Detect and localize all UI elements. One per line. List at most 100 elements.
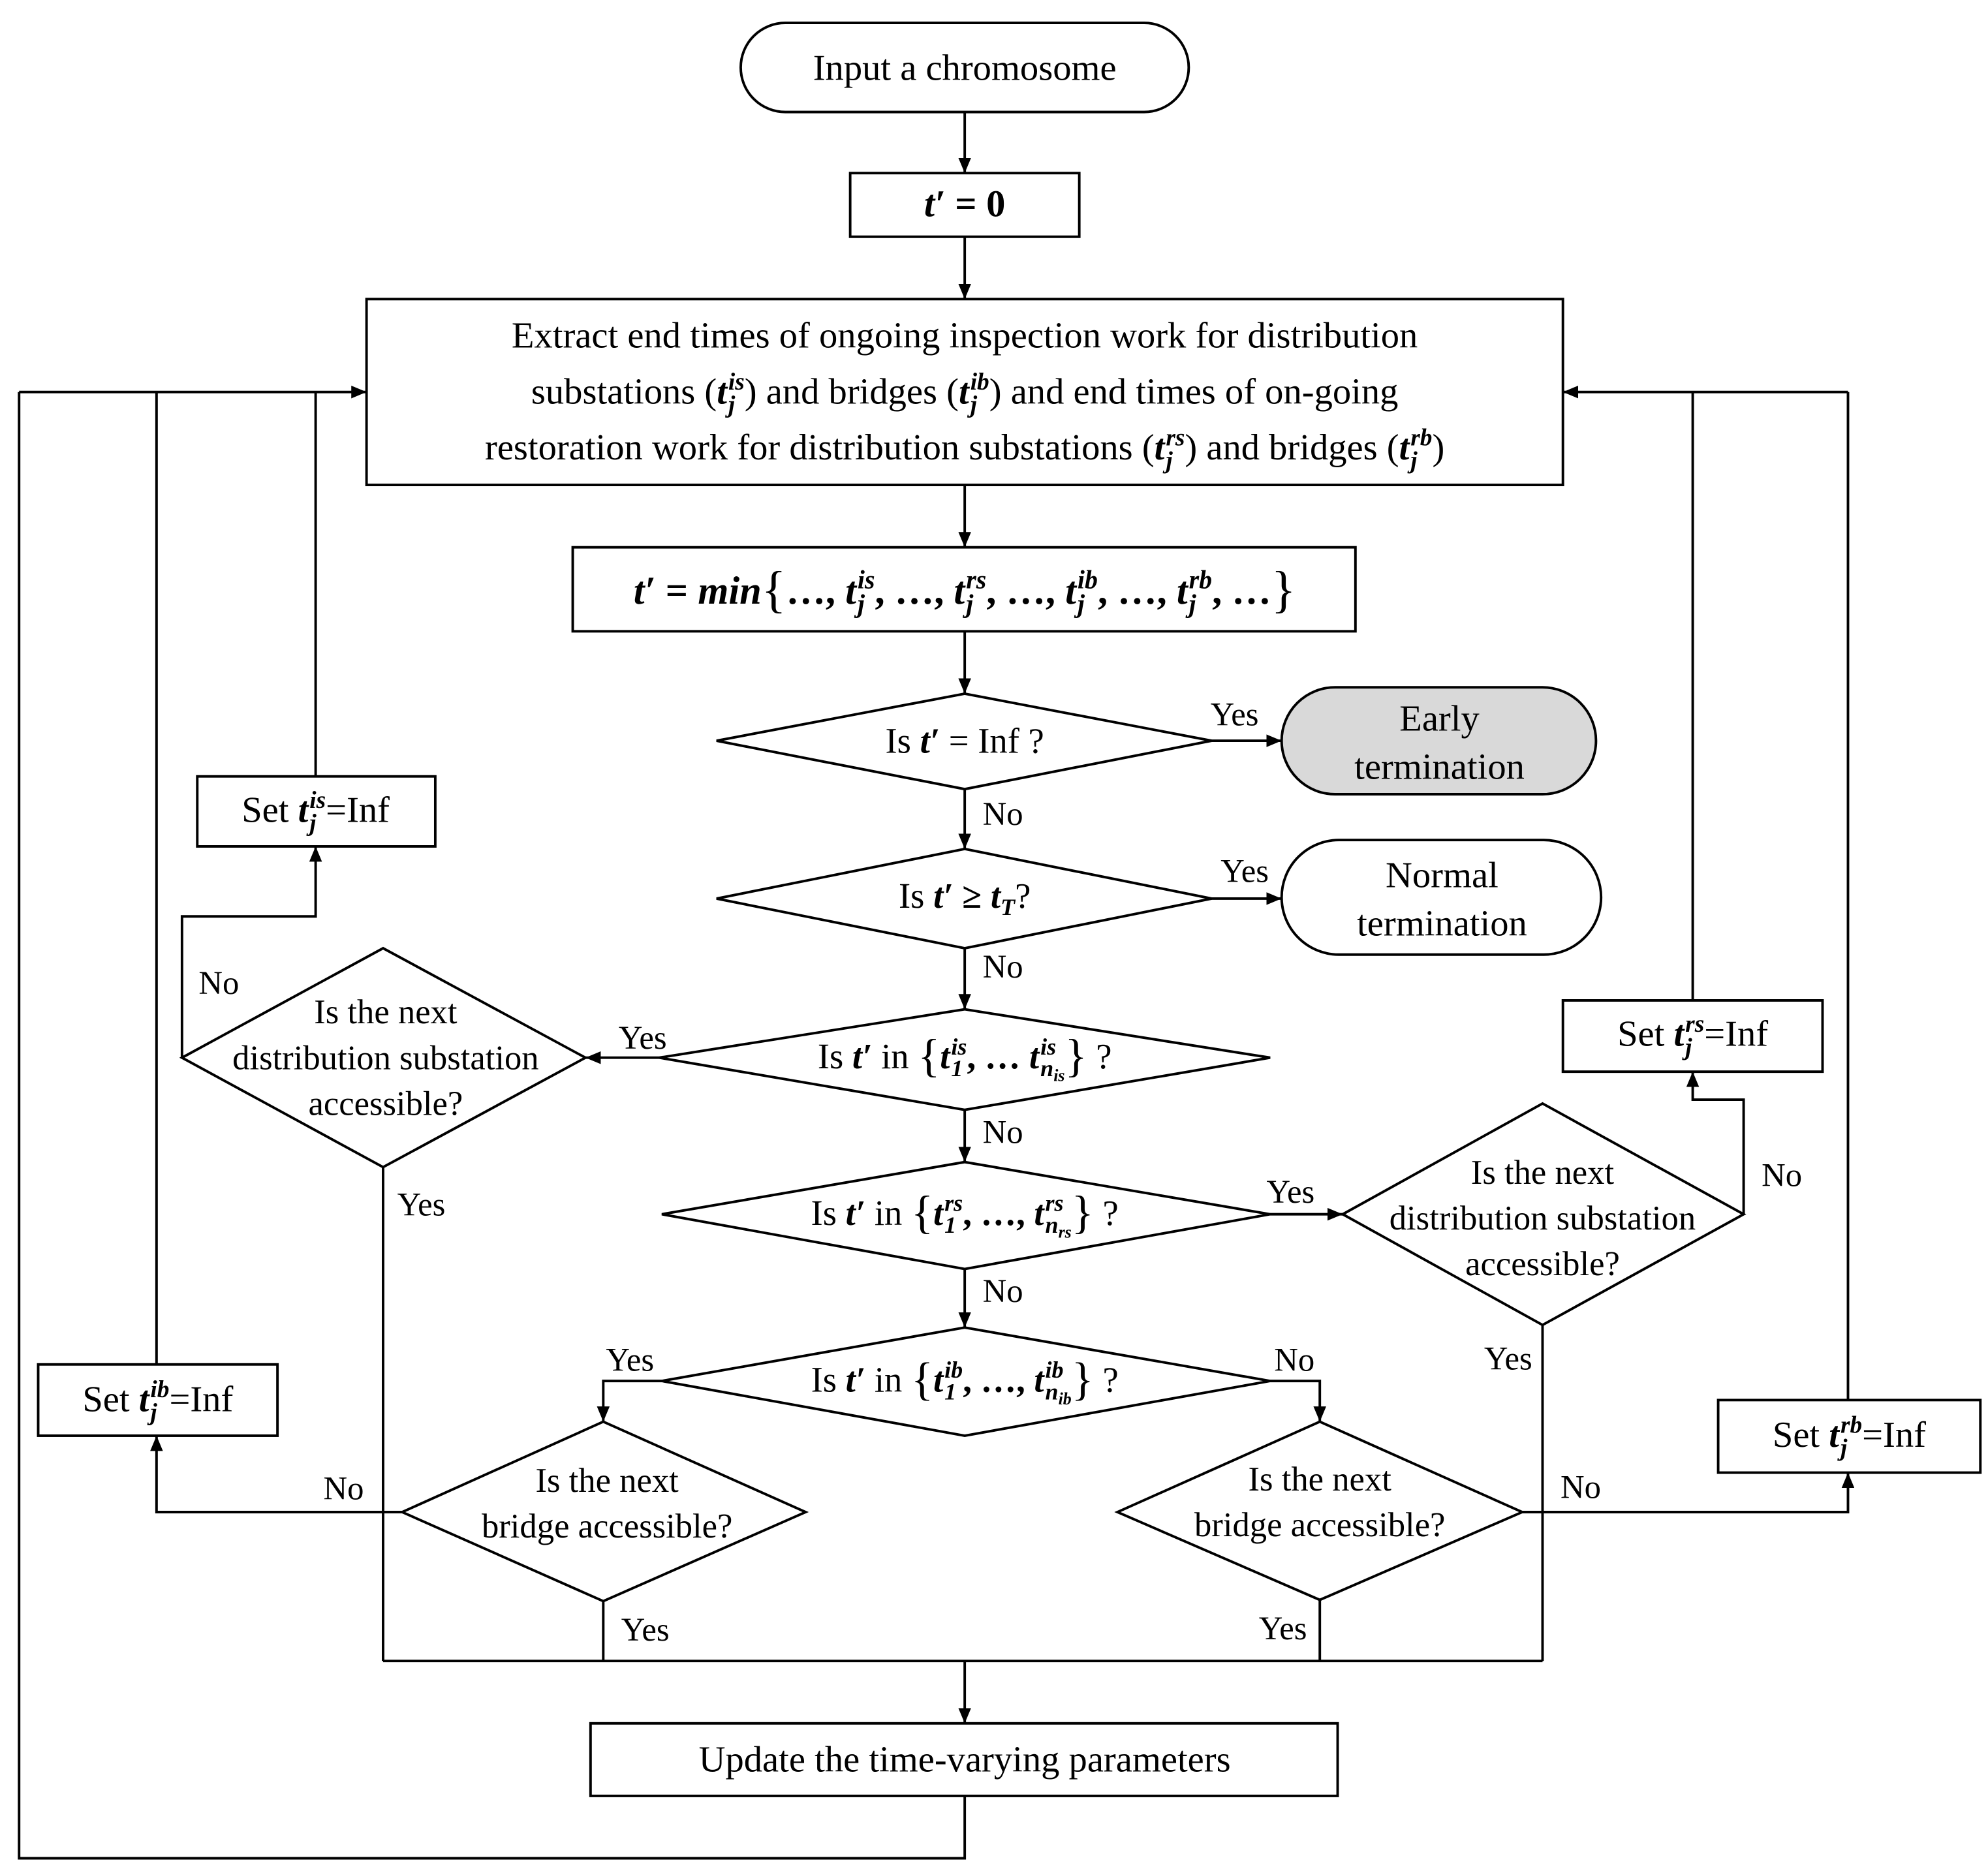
label-text: =Inf — [326, 790, 390, 831]
check-inf-label: Is t′ = Inf ? — [885, 717, 1044, 767]
superscript: rb — [1410, 424, 1433, 452]
extract-label: Extract end times of ongoing inspection … — [485, 308, 1444, 476]
subscript-text: j — [150, 1399, 157, 1427]
subscript-text: j — [970, 392, 978, 419]
math-symbol: t′ — [852, 1038, 873, 1077]
set-ib-box — [37, 1363, 279, 1437]
math-symbol: t — [1034, 1361, 1044, 1401]
subscript-text: j — [309, 810, 317, 837]
subscript-text: j — [1077, 591, 1085, 619]
math-brace: { — [910, 1353, 934, 1405]
label-text: Is the next — [535, 1461, 679, 1500]
check-horizon-label: Is t′ ≥ tT? — [899, 873, 1031, 925]
subscript-text: j — [728, 392, 736, 419]
math-symbol: t — [1176, 568, 1188, 613]
label-text: in — [865, 1194, 911, 1234]
math-symbol: t — [298, 790, 309, 831]
math-symbol: min — [698, 568, 762, 613]
label-text: ? — [1093, 1194, 1119, 1234]
label-text: Extract end times of ongoing inspection … — [511, 315, 1418, 357]
math-symbol: t — [1399, 427, 1410, 469]
edge-label-rs-yes: Yes — [1266, 1173, 1315, 1211]
math-symbol: t — [1034, 1194, 1044, 1234]
subscript: 1 — [951, 1057, 963, 1081]
label-text: Set — [1772, 1415, 1829, 1456]
edge-label-rb-access-yes: Yes — [1258, 1610, 1307, 1647]
label-text: =Inf — [1862, 1415, 1926, 1456]
subscript: T — [1001, 894, 1016, 920]
edge-label-ib-yes: Yes — [606, 1341, 655, 1379]
edge-label-rb-access-no: No — [1560, 1468, 1601, 1506]
edge-label-horizon-yes: Yes — [1220, 852, 1269, 890]
min-time-box — [571, 546, 1357, 633]
subscript-text: n — [1040, 1056, 1054, 1082]
sub-subscript: rs — [1058, 1223, 1072, 1243]
connector-ib-access-no — [150, 1435, 403, 1513]
subscript-text: n — [1045, 1213, 1059, 1239]
math-brace: } — [1271, 561, 1296, 619]
connector-rb-access-no — [1522, 1472, 1855, 1513]
math-brace: } — [1071, 1186, 1094, 1238]
math-operator: , …, — [963, 1361, 1034, 1401]
label-text: =Inf — [169, 1379, 234, 1421]
subscript-text: j — [1188, 591, 1196, 619]
subscript: j — [858, 592, 865, 619]
label-text: termination — [1354, 747, 1525, 788]
label-text: in — [872, 1038, 918, 1077]
update-box — [589, 1722, 1339, 1797]
math-symbol: t — [933, 1194, 944, 1234]
superscript: is — [857, 566, 875, 595]
init-box — [848, 172, 1081, 238]
subscript-text: j — [1685, 1034, 1692, 1061]
math-operator: , …, — [963, 1194, 1034, 1234]
label-text: distribution substation — [1389, 1199, 1696, 1237]
check-is-diamond — [659, 1008, 1271, 1111]
label-line: termination — [1357, 900, 1527, 948]
label-line: Update the time-varying parameters — [699, 1735, 1231, 1786]
edge-label-ib-no: No — [1274, 1341, 1315, 1379]
update-label: Update the time-varying parameters — [699, 1735, 1231, 1786]
superscript: rs — [1166, 424, 1185, 452]
label-text: ? — [1087, 1038, 1112, 1077]
label-line: accessible? — [232, 1081, 539, 1126]
math-symbol: t — [1065, 568, 1076, 613]
subscript-text: j — [1410, 447, 1418, 474]
label-line: Input a chromosome — [813, 43, 1117, 95]
connector-ib-yes — [597, 1380, 662, 1422]
math-operator: …, — [786, 568, 846, 613]
math-brace: { — [761, 561, 786, 619]
label-text: Set — [1617, 1013, 1674, 1055]
math-symbol: t — [1829, 1415, 1840, 1456]
subscript-text: n — [1045, 1380, 1059, 1406]
label-text: Early — [1399, 698, 1480, 740]
label-text: ) and bridges ( — [1185, 427, 1399, 469]
edge-label-rs-access-yes: Yes — [1483, 1340, 1532, 1378]
subscript: j — [1077, 591, 1085, 619]
subscript: j — [1166, 449, 1172, 473]
label-line: termination — [1354, 743, 1525, 792]
label-line: distribution substation — [232, 1035, 539, 1081]
label-text: ? — [1093, 1361, 1119, 1401]
superscript: rs — [944, 1190, 963, 1216]
superscript: ib — [944, 1357, 963, 1383]
math-symbol: t — [138, 1379, 149, 1421]
label-text: accessible? — [1465, 1245, 1620, 1283]
edge-label-is-access-no: No — [198, 965, 240, 1002]
